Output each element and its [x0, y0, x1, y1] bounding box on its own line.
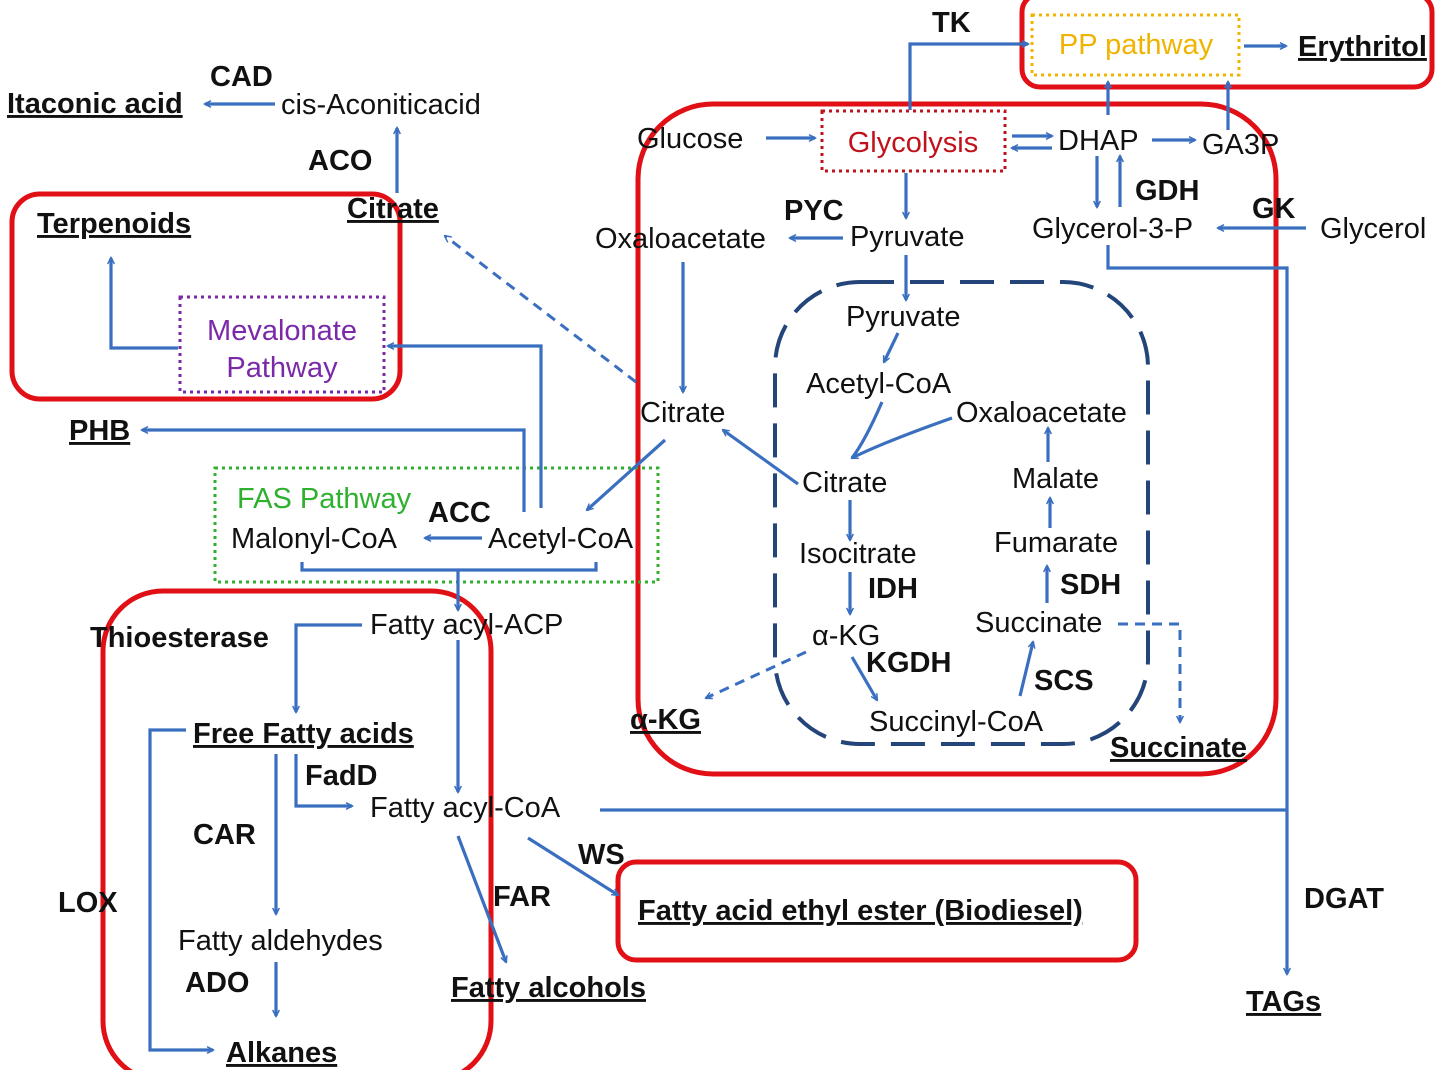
- metabolite-isocitrate: Isocitrate: [799, 538, 917, 570]
- metabolite-citrate-mito: Citrate: [802, 467, 887, 499]
- biodiesel-highlight-box: [615, 859, 1139, 963]
- fas-pathway-label: FAS Pathway: [237, 483, 412, 515]
- enzyme-fadd: FadD: [305, 760, 378, 792]
- metabolite-malate: Malate: [1012, 463, 1099, 495]
- metabolite-pyruvate-mito: Pyruvate: [846, 301, 960, 333]
- terpenoids-highlight-box: [9, 191, 403, 402]
- enzyme-far: FAR: [493, 881, 551, 913]
- product-itaconic-acid: Itaconic acid: [7, 88, 183, 120]
- enzyme-tk: TK: [932, 7, 971, 39]
- metabolite-citrate-cytosol: Citrate: [640, 397, 725, 429]
- enzyme-aco: ACO: [308, 145, 372, 177]
- pp-pathway-box: [1030, 13, 1241, 77]
- metabolite-glycerol-3-p: Glycerol-3-P: [1032, 213, 1193, 245]
- product-alkanes: Alkanes: [226, 1037, 337, 1069]
- pp-pathway-label: PP pathway: [1059, 29, 1214, 61]
- metabolite-succinate-mito: Succinate: [975, 607, 1102, 639]
- metabolite-fatty-aldehydes: Fatty aldehydes: [178, 925, 383, 957]
- glycolysis-box: [820, 109, 1007, 173]
- product-akg: α-KG: [630, 704, 701, 736]
- product-erythritol: Erythritol: [1298, 31, 1427, 63]
- enzyme-acc: ACC: [428, 497, 491, 529]
- enzyme-ws: WS: [578, 839, 625, 871]
- metabolite-glycerol: Glycerol: [1320, 213, 1426, 245]
- enzyme-car: CAR: [193, 819, 256, 851]
- central-metabolism-highlight-box: [635, 101, 1279, 777]
- product-biodiesel: Fatty acid ethyl ester (Biodiesel): [638, 895, 1083, 927]
- mevalonate-label-line2: Pathway: [226, 352, 338, 384]
- metabolite-malonyl-coa: Malonyl-CoA: [231, 523, 398, 555]
- metabolite-akg-mito: α-KG: [812, 620, 880, 652]
- fatty-acid-products-highlight-box: [100, 588, 494, 1070]
- metabolite-fumarate: Fumarate: [994, 527, 1118, 559]
- product-terpenoids: Terpenoids: [37, 208, 191, 240]
- enzyme-idh: IDH: [868, 573, 918, 605]
- pathway-arrows: [111, 44, 1306, 1050]
- metabolite-ga3p: GA3P: [1202, 129, 1279, 161]
- enzyme-cad: CAD: [210, 61, 273, 93]
- product-phb: PHB: [69, 415, 130, 447]
- metabolite-oxaloacetate-mito: Oxaloacetate: [956, 397, 1127, 429]
- mevalonate-box: [178, 295, 386, 394]
- enzyme-scs: SCS: [1034, 665, 1094, 697]
- product-fatty-alcohols: Fatty alcohols: [451, 972, 646, 1004]
- product-citrate: Citrate: [347, 193, 439, 225]
- metabolite-cis-aconitic-acid: cis-Aconiticacid: [281, 89, 481, 121]
- metabolite-acetyl-coa-cytosol: Acetyl-CoA: [488, 523, 634, 555]
- enzyme-dgat: DGAT: [1304, 883, 1384, 915]
- product-succinate: Succinate: [1110, 732, 1247, 764]
- product-tags: TAGs: [1246, 986, 1321, 1018]
- metabolite-pyruvate-cytosol: Pyruvate: [850, 221, 964, 253]
- enzyme-pyc: PYC: [784, 195, 844, 227]
- enzyme-ado: ADO: [185, 967, 249, 999]
- glycolysis-label: Glycolysis: [848, 127, 979, 159]
- metabolite-fatty-acyl-coa: Fatty acyl-CoA: [370, 792, 561, 824]
- enzyme-lox: LOX: [58, 887, 118, 919]
- metabolite-acetyl-coa-mito: Acetyl-CoA: [806, 368, 952, 400]
- enzyme-sdh: SDH: [1060, 569, 1121, 601]
- metabolite-dhap: DHAP: [1058, 125, 1139, 157]
- metabolite-oxaloacetate-cytosol: Oxaloacetate: [595, 223, 766, 255]
- enzyme-thioesterase: Thioesterase: [90, 622, 269, 654]
- mevalonate-label-line1: Mevalonate: [207, 315, 357, 347]
- mitochondrion-compartment: [773, 280, 1150, 746]
- enzyme-kgdh: KGDH: [866, 647, 951, 679]
- metabolite-glucose: Glucose: [637, 123, 743, 155]
- metabolite-fatty-acyl-acp: Fatty acyl-ACP: [370, 609, 563, 641]
- fas-pathway-box: [213, 466, 660, 584]
- enzyme-gk: GK: [1252, 193, 1296, 225]
- metabolite-succinyl-coa: Succinyl-CoA: [869, 706, 1044, 738]
- product-free-fatty-acids: Free Fatty acids: [193, 718, 414, 750]
- enzyme-gdh: GDH: [1135, 175, 1199, 207]
